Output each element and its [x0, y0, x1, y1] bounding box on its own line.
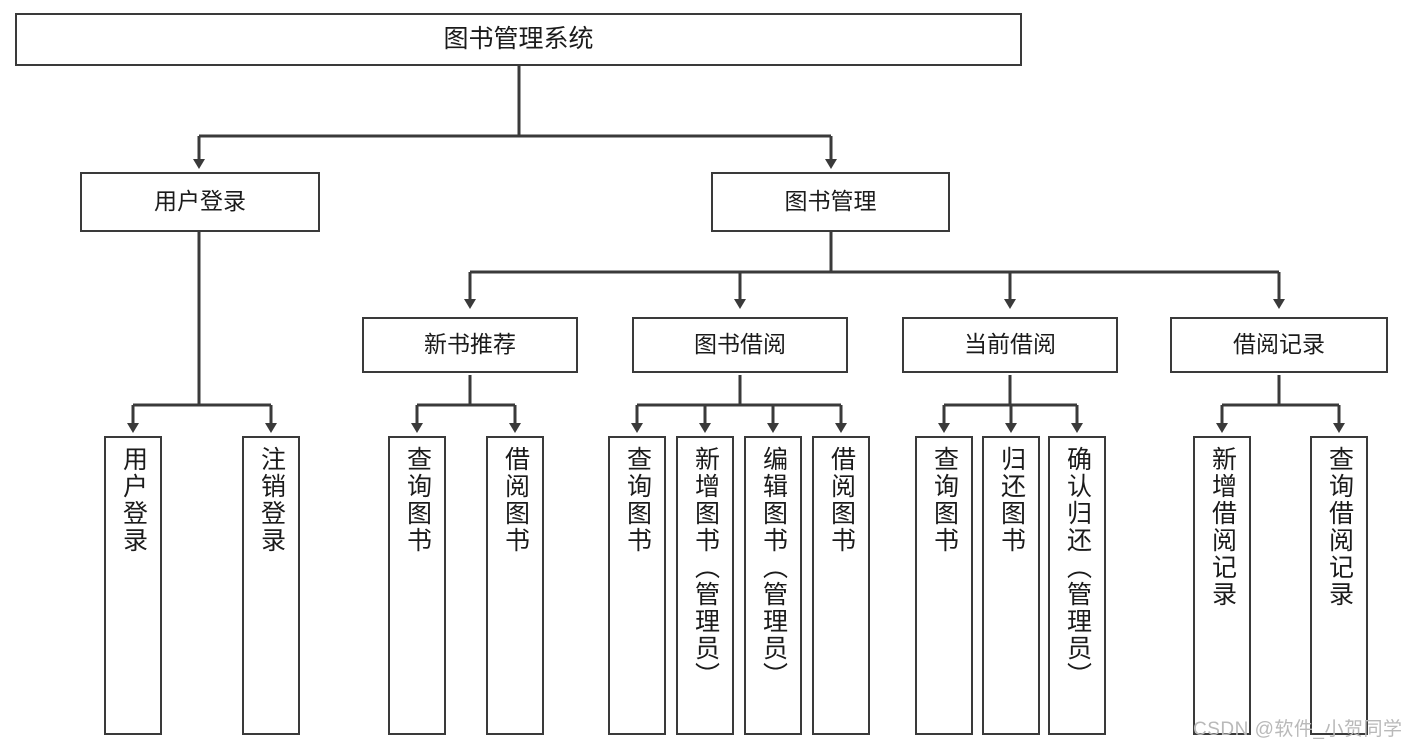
node-borrow-record[interactable]: 借阅记录	[1170, 317, 1388, 373]
node-label: 借阅图书	[827, 446, 856, 554]
node-leaf-recommend-borrow-book[interactable]: 借阅图书	[486, 436, 544, 735]
node-label: 图书管理	[784, 188, 877, 215]
node-book-borrow[interactable]: 图书借阅	[632, 317, 848, 373]
node-leaf-current-return-book[interactable]: 归还图书	[982, 436, 1040, 735]
node-book-management[interactable]: 图书管理	[711, 172, 950, 232]
node-label: 图书借阅	[694, 331, 786, 358]
node-leaf-current-confirm-return-admin[interactable]: 确认归还（管理员）	[1048, 436, 1106, 735]
node-leaf-borrow-add-book-admin[interactable]: 新增图书（管理员）	[676, 436, 734, 735]
node-new-book-recommend[interactable]: 新书推荐	[362, 317, 578, 373]
node-leaf-record-add-record[interactable]: 新增借阅记录	[1193, 436, 1251, 735]
node-root-book-management-system[interactable]: 图书管理系统	[15, 13, 1022, 66]
node-label: 用户登录	[154, 188, 246, 215]
node-user-login[interactable]: 用户登录	[80, 172, 320, 232]
node-leaf-borrow-borrow-book[interactable]: 借阅图书	[812, 436, 870, 735]
node-leaf-borrow-edit-book-admin[interactable]: 编辑图书（管理员）	[744, 436, 802, 735]
node-label: 借阅记录	[1233, 331, 1325, 358]
node-label: 图书管理系统	[443, 24, 594, 53]
node-label: 归还图书	[997, 446, 1026, 554]
node-leaf-record-query-record[interactable]: 查询借阅记录	[1310, 436, 1368, 735]
node-leaf-borrow-query-book[interactable]: 查询图书	[608, 436, 666, 735]
node-label: 查询借阅记录	[1325, 446, 1354, 608]
node-label: 当前借阅	[964, 331, 1056, 358]
node-label: 查询图书	[403, 446, 432, 554]
node-label: 查询图书	[623, 446, 652, 554]
node-label: 注销登录	[257, 446, 286, 554]
node-label: 编辑图书（管理员）	[759, 446, 788, 689]
node-current-borrow[interactable]: 当前借阅	[902, 317, 1118, 373]
node-leaf-current-query-book[interactable]: 查询图书	[915, 436, 973, 735]
node-label: 新书推荐	[424, 331, 516, 358]
node-leaf-user-login-login[interactable]: 用户登录	[104, 436, 162, 735]
csdn-watermark: CSDN @软件_小贺同学	[1193, 719, 1403, 740]
node-label: 查询图书	[930, 446, 959, 554]
node-label: 借阅图书	[501, 446, 530, 554]
node-label: 确认归还（管理员）	[1063, 446, 1092, 689]
node-label: 用户登录	[119, 446, 148, 554]
node-leaf-user-login-logout[interactable]: 注销登录	[242, 436, 300, 735]
node-label: 新增借阅记录	[1208, 446, 1237, 608]
node-label: 新增图书（管理员）	[691, 446, 720, 689]
node-leaf-recommend-query-book[interactable]: 查询图书	[388, 436, 446, 735]
